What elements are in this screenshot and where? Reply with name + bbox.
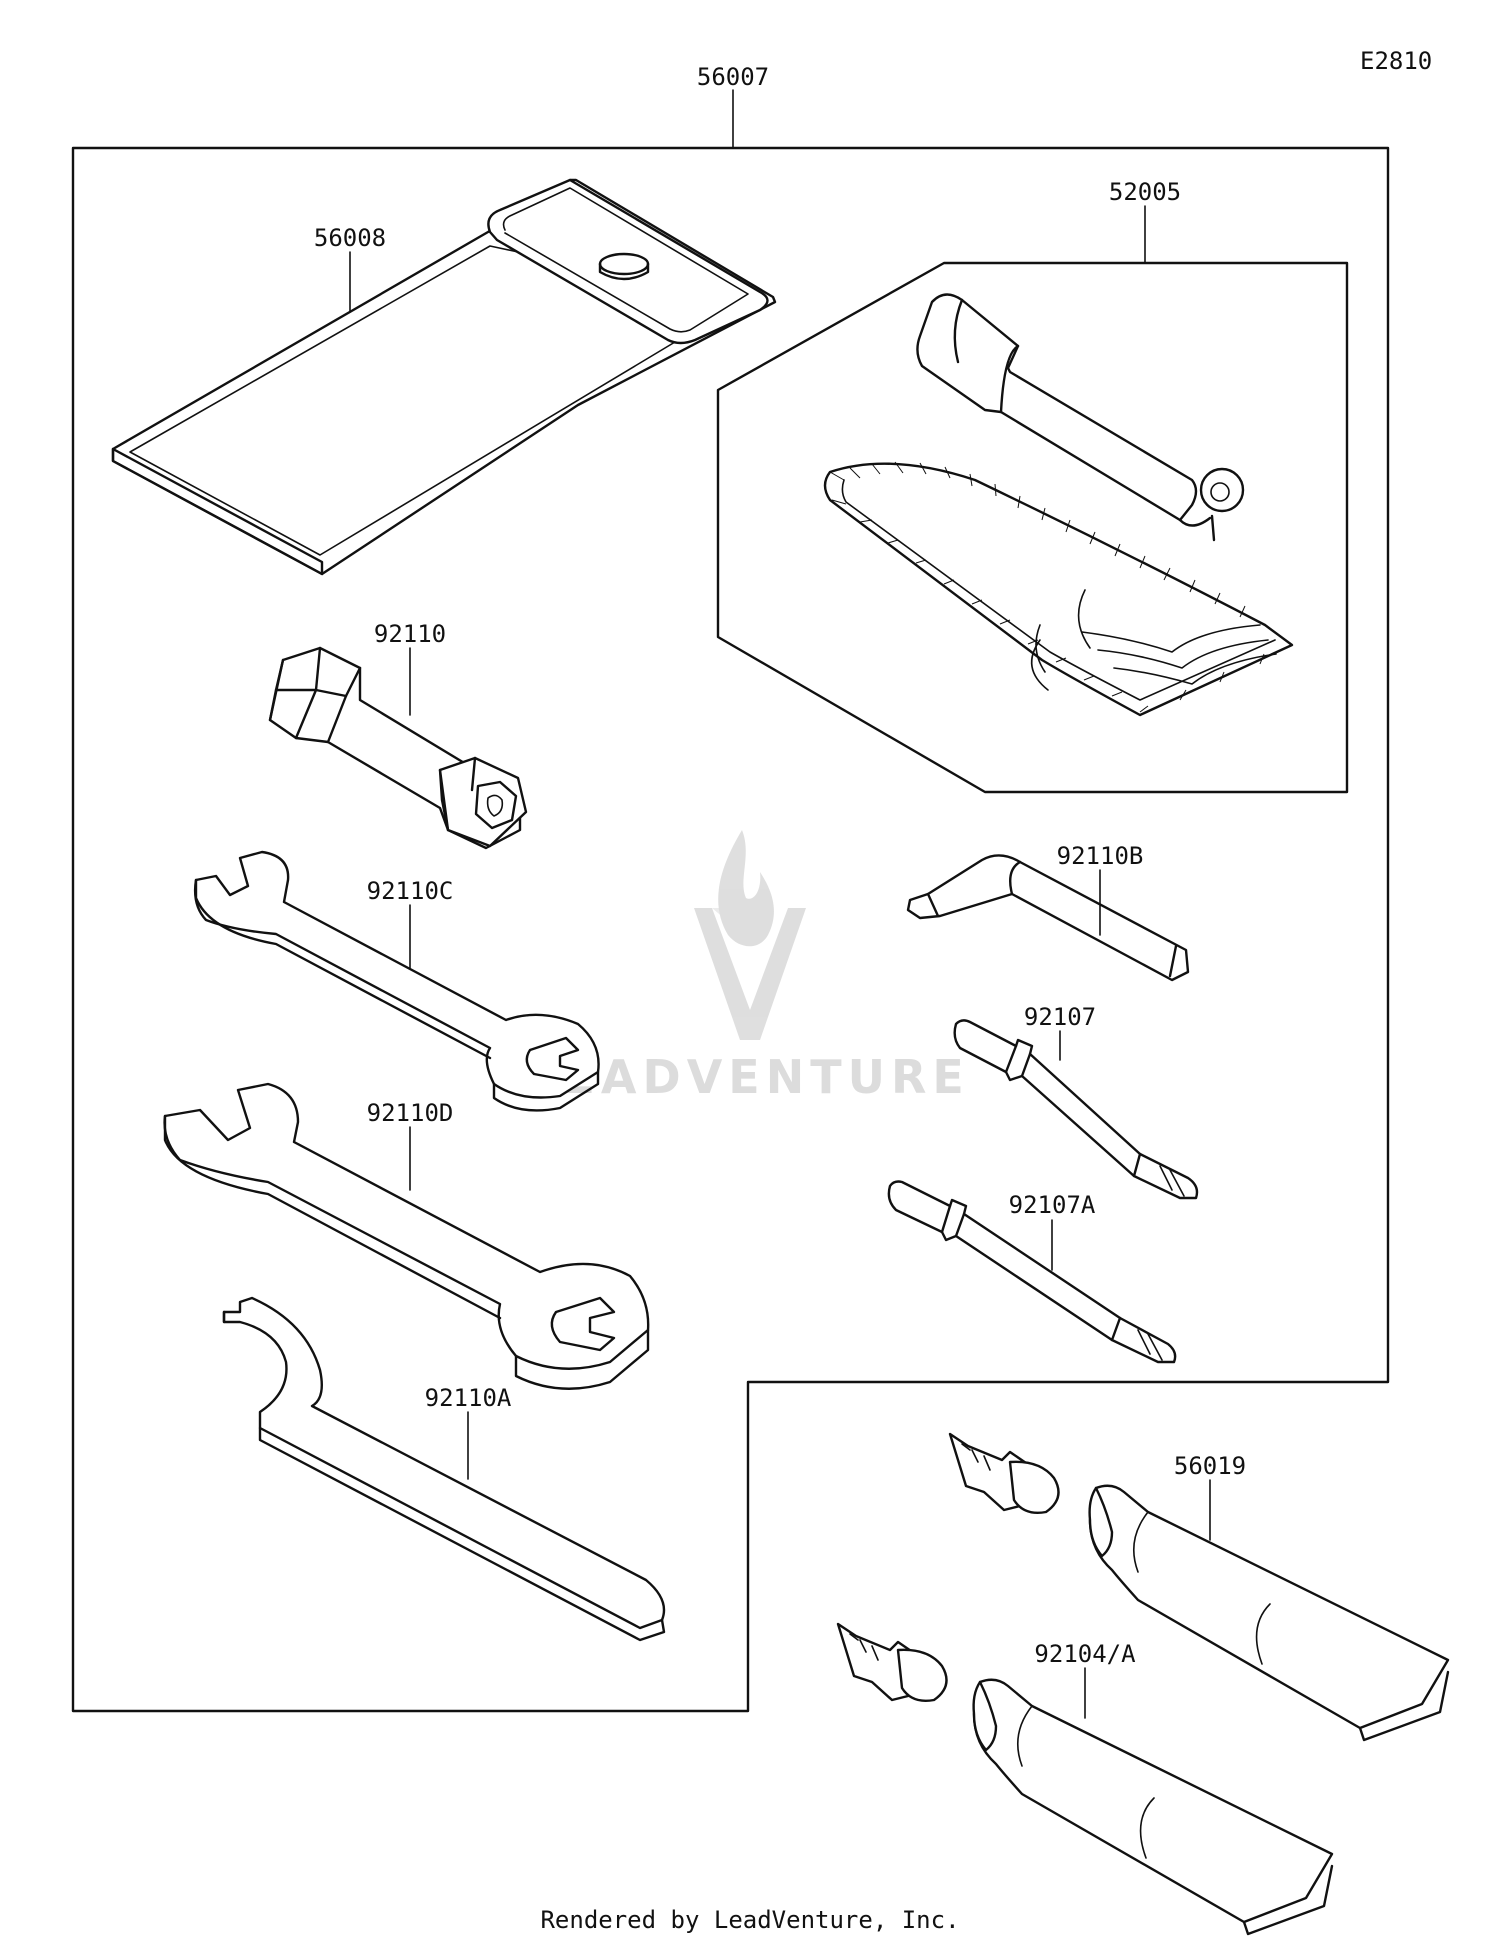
- label-tube-1: 56019: [1174, 1452, 1246, 1480]
- label-plug-wrench: 92110: [374, 620, 446, 648]
- grease-tube-2-drawing: [836, 1622, 1334, 1936]
- screwdriver-drawing: [953, 1019, 1199, 1200]
- screwdriver-a-drawing: [887, 1180, 1177, 1364]
- grease-tube-1-drawing: [948, 1432, 1450, 1742]
- kit-outline: [71, 146, 1390, 1713]
- label-kit: 56007: [697, 63, 769, 91]
- diagram-code: E2810: [1360, 47, 1432, 75]
- leadventure-watermark-logo: [694, 830, 806, 1040]
- label-pouch: 56008: [314, 224, 386, 252]
- tool-case-outline: [716, 261, 1349, 794]
- label-hex-key: 92110B: [1057, 842, 1144, 870]
- footer-credit: Rendered by LeadVenture, Inc.: [540, 1906, 959, 1934]
- hex-key-drawing: [906, 854, 1190, 982]
- wrench-d-drawing: [163, 1082, 650, 1390]
- tool-case-handle-drawing: [916, 293, 1245, 542]
- label-screwdriver-a: 92107A: [1009, 1191, 1096, 1219]
- label-tool-case: 52005: [1109, 178, 1181, 206]
- label-wrench-d: 92110D: [367, 1099, 454, 1127]
- wrench-c-drawing: [193, 850, 600, 1112]
- spanner-a-drawing: [222, 1296, 666, 1642]
- tool-case-bag-drawing: [823, 461, 1294, 717]
- watermark-text: LEADVENTURE: [528, 1050, 970, 1104]
- plug-wrench-drawing: [268, 646, 528, 850]
- label-spanner-a: 92110A: [425, 1384, 512, 1412]
- label-screwdriver: 92107: [1024, 1003, 1096, 1031]
- tool-pouch-drawing: [111, 178, 777, 576]
- label-tube-2: 92104/A: [1034, 1640, 1136, 1668]
- label-wrench-c: 92110C: [367, 877, 454, 905]
